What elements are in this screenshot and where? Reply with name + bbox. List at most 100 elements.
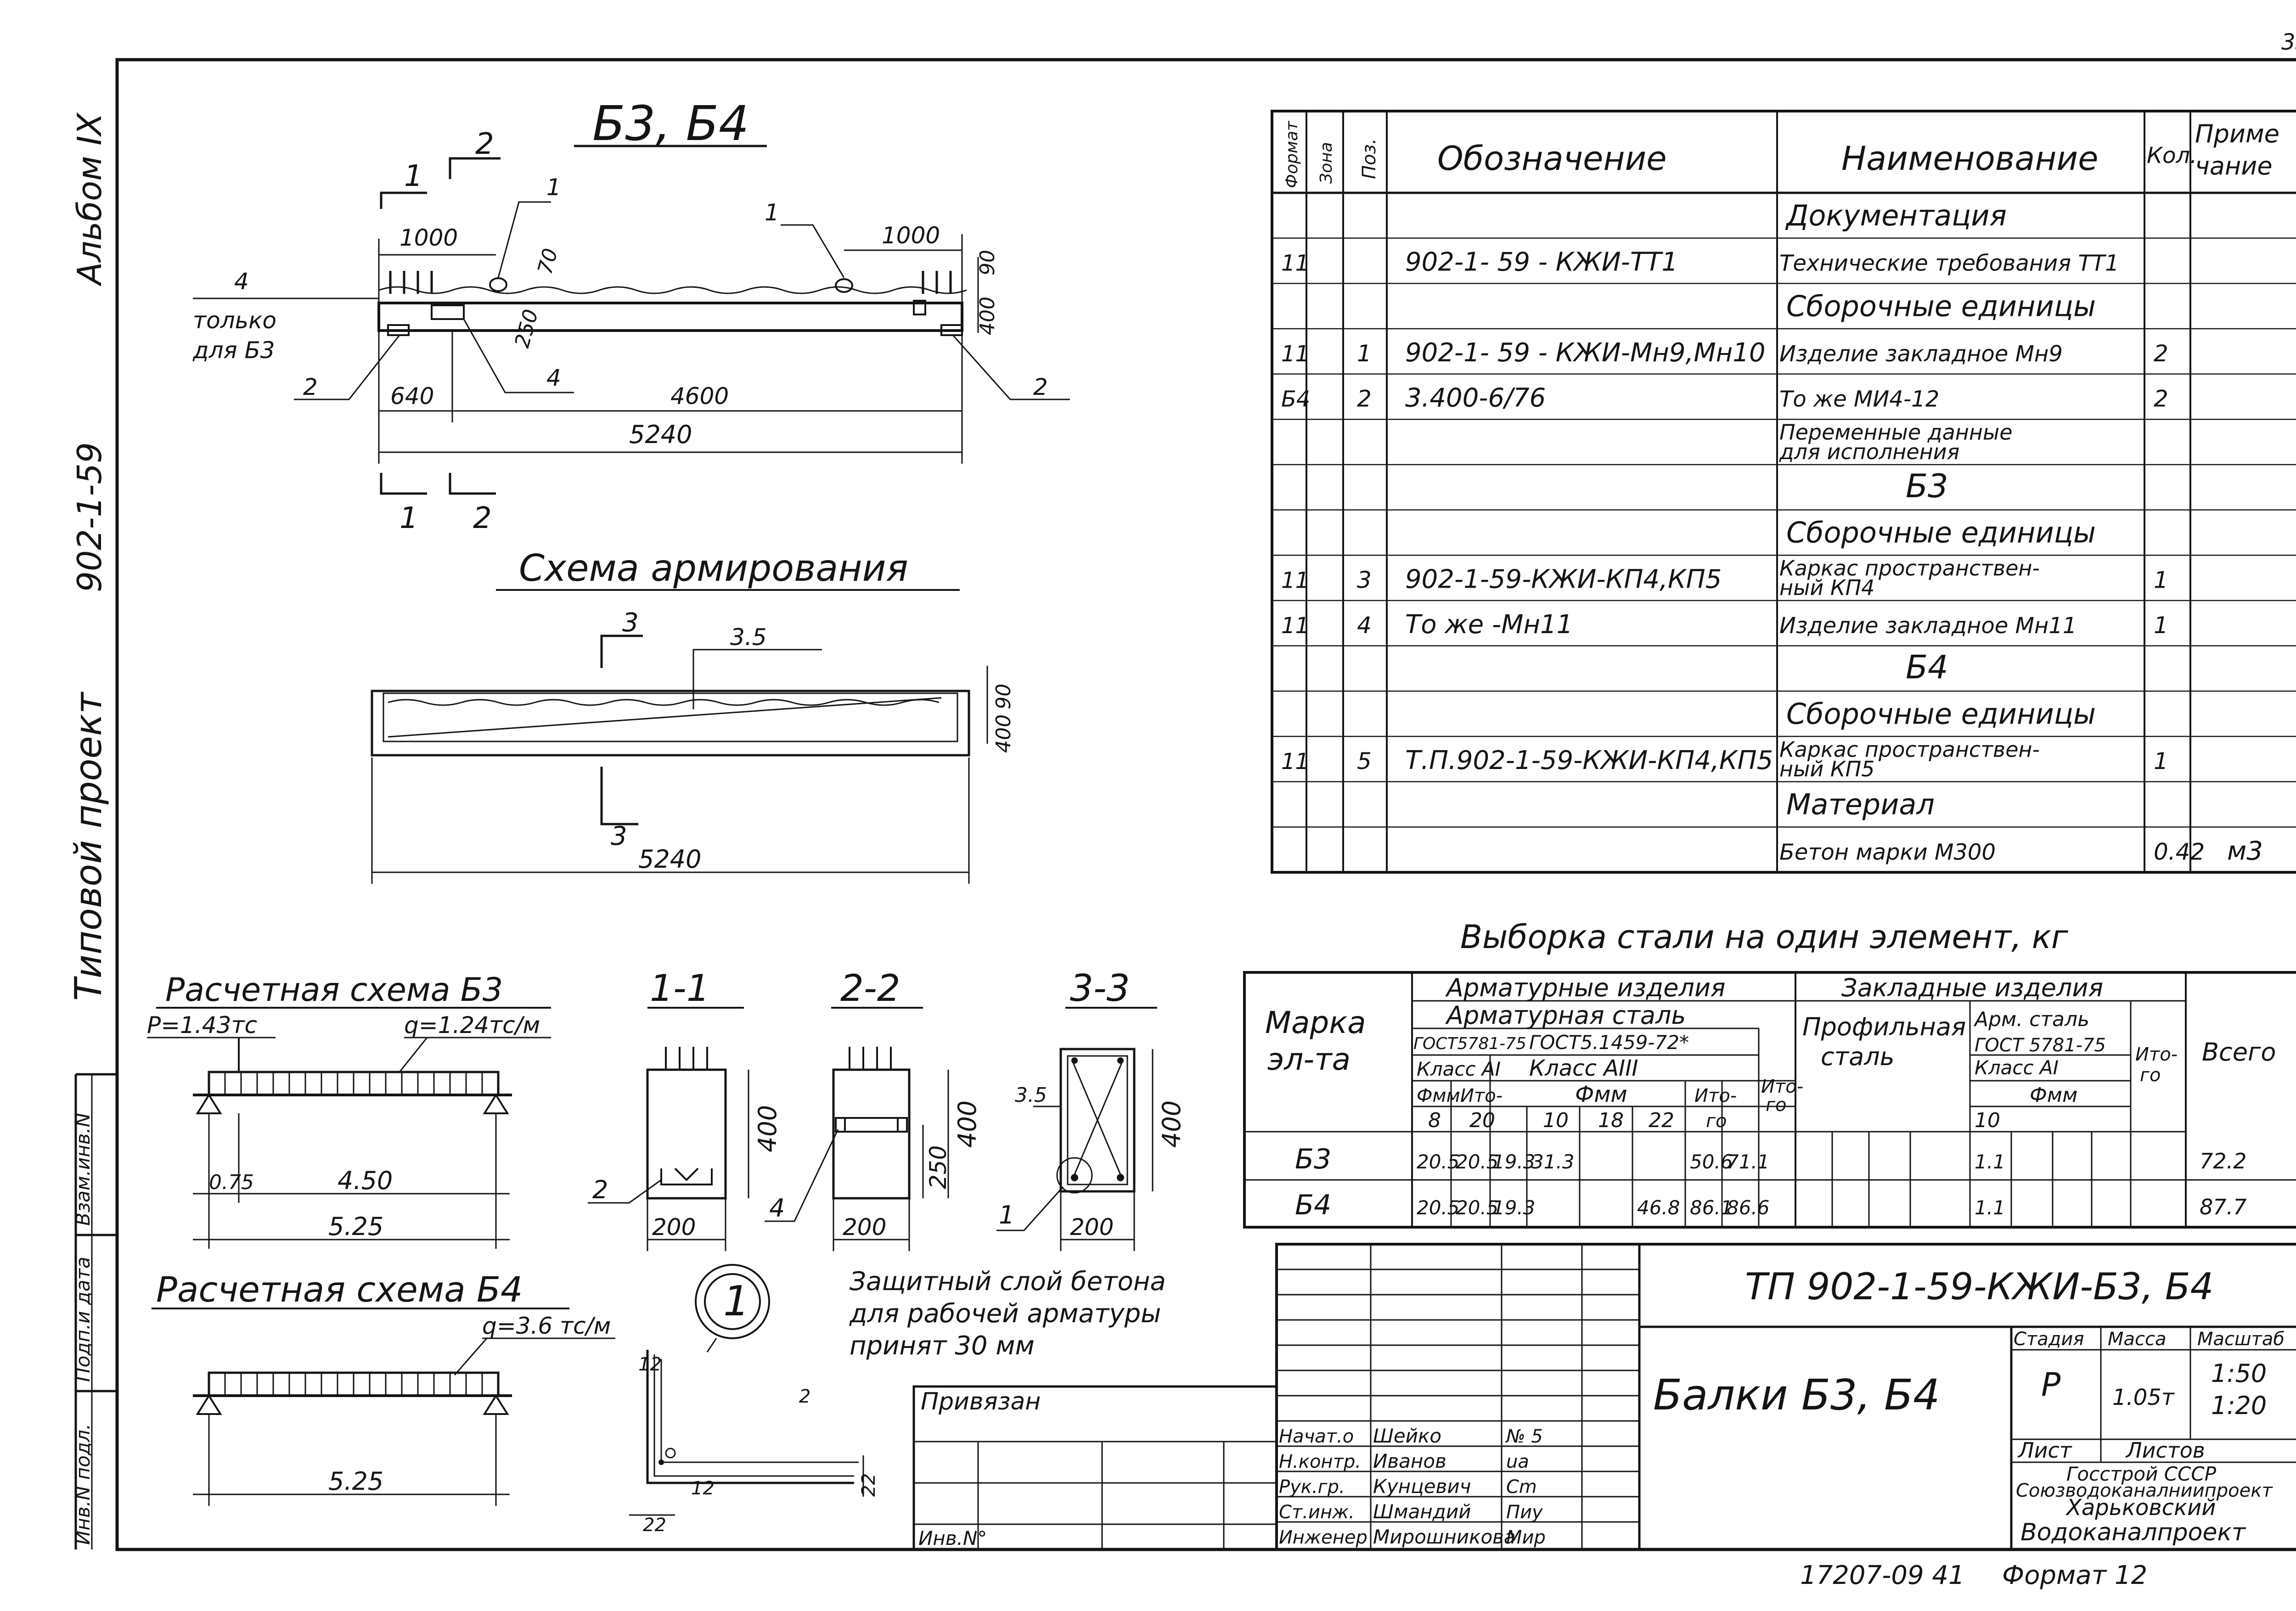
svg-text:q=1.24тс/м: q=1.24тс/м [404,1012,540,1038]
svg-text:90: 90 [992,684,1015,709]
role-title: Рук.гр. [1279,1476,1345,1498]
role-sign: № 5 [1505,1426,1543,1447]
svg-text:Приме: Приме [2195,119,2279,148]
svg-text:Класс AI: Класс AI [1975,1056,2059,1079]
steel-cell-all: 72.2 [2200,1149,2246,1173]
spec-cell-heading: Б3 [1906,467,1948,505]
spec-cell-qty: 0.42 [2154,838,2205,865]
svg-text:Инв.N°: Инв.N° [918,1527,987,1549]
svg-text:400: 400 [992,714,1015,753]
spec-cell-designation: 902-1-59-КЖИ-КП4,КП5 [1405,564,1722,594]
spec-cell-name: для исполнения [1779,439,1959,464]
svg-text:1000: 1000 [882,222,940,249]
spec-cell-format: 11 [1281,613,1309,639]
steel-cell-d10: 19.3 [1492,1151,1536,1173]
steel-cell-sub2: 50.6 [1690,1151,1733,1173]
svg-text:1:50: 1:50 [2211,1359,2267,1388]
svg-text:1: 1 [765,199,779,226]
svg-text:сталь: сталь [1821,1042,1895,1071]
spec-cell-note: м3 [2227,836,2263,866]
svg-text:Привязан: Привязан [921,1388,1041,1415]
steel-cell-mark: Б3 [1295,1143,1331,1175]
svg-text:4: 4 [546,365,561,391]
svg-text:400: 400 [953,1100,982,1148]
steel-table-title: Выборка стали на один элемент, кг [1460,918,2069,956]
svg-text:5240: 5240 [638,845,701,874]
spec-cell-name: Каркас пространствен- [1779,737,2040,762]
spec-table: Формат Зона Поз. Обозначение Наименовани… [1271,110,2296,874]
spec-cell-qty: 1 [2154,612,2168,639]
spec-cell-designation: 902-1- 59 - КЖИ-Мн9,Мн10 [1405,338,1766,368]
svg-text:2: 2 [473,501,492,535]
steel-cell-all: 87.7 [2200,1195,2246,1219]
footer-number: 17207-09 41 [1800,1560,1965,1590]
calc-scheme-b3: Расчетная схема Б3 P=1.43тс q=1.24тс/м 0… [147,971,551,1249]
svg-text:2: 2 [475,127,494,161]
svg-text:0.75: 0.75 [209,1171,254,1194]
reinforcement-scheme: Схема армирования 3 3 3.5 90 400 5240 [371,547,1015,884]
svg-text:10: 10 [1975,1109,2000,1132]
svg-text:5.25: 5.25 [328,1467,383,1496]
spec-cell-heading: Сборочные единицы [1786,697,2096,730]
svg-text:3.5: 3.5 [1015,1083,1047,1107]
svg-text:Формат: Формат [1283,121,1301,188]
title-code: ТП 902-1-59-КЖИ-Б3, Б4 [1745,1265,2214,1308]
steel-cell-total_arm: 71.1 [1727,1151,1770,1173]
svg-text:принят 30 мм: принят 30 мм [850,1331,1035,1361]
spec-cell-pos: 1 [1357,340,1372,367]
svg-text:1.05т: 1.05т [2112,1385,2175,1410]
svg-text:12: 12 [691,1478,715,1499]
svg-text:5.25: 5.25 [328,1212,383,1241]
steel-cell-d10b: 1.1 [1975,1196,2005,1219]
spec-cell-designation: Т.П.902-1-59-КЖИ-КП4,КП5 [1405,746,1773,775]
svg-text:Ито-: Ито- [1460,1085,1503,1106]
spec-cell-heading: Сборочные единицы [1786,289,2096,323]
svg-text:3: 3 [622,608,639,638]
svg-text:22: 22 [643,1515,666,1536]
svg-text:2: 2 [1033,374,1048,400]
svg-text:1: 1 [999,1201,1014,1229]
spec-cell-qty: 2 [2154,340,2168,367]
svg-text:Зона: Зона [1317,142,1336,184]
svg-text:Профильная: Профильная [1802,1012,1966,1041]
svg-text:1-1: 1-1 [650,967,710,1010]
svg-text:Марка: Марка [1265,1005,1366,1040]
spec-cell-name: Каркас пространствен- [1779,556,2040,581]
role-name: Мирошникова [1373,1526,1516,1548]
svg-text:Харьковский: Харьковский [2065,1495,2216,1521]
steel-table: Выборка стали на один элемент, кг Армату… [1243,918,2296,1229]
svg-text:400: 400 [1157,1100,1186,1148]
spec-cell-designation: 902-1- 59 - КЖИ-ТТ1 [1405,247,1678,277]
svg-text:Ито-: Ито- [1761,1076,1803,1097]
svg-text:1: 1 [404,159,423,193]
svg-text:Защитный слой бетона: Защитный слой бетона [850,1267,1166,1297]
role-name: Шейко [1373,1425,1441,1447]
spec-cell-pos: 5 [1357,748,1372,775]
spec-cell-heading: Документация [1785,199,2007,232]
steel-cell-total_arm: 86.6 [1727,1196,1770,1219]
spec-cell-name: ный КП4 [1779,575,1874,600]
spec-cell-name: Переменные данные [1779,420,2013,445]
svg-text:200: 200 [1070,1214,1114,1241]
svg-text:1:20: 1:20 [2211,1391,2267,1420]
svg-text:Госстрой СССР: Госстрой СССР [2066,1463,2217,1485]
svg-text:400: 400 [753,1105,782,1152]
svg-text:2: 2 [799,1386,810,1407]
svg-text:90: 90 [976,250,999,275]
role-title: Инженер [1279,1527,1367,1548]
side-project-code: 902-1-59 [70,442,109,592]
spec-cell-pos: 2 [1357,386,1372,412]
svg-text:18: 18 [1598,1109,1624,1132]
svg-text:Фмм: Фмм [2030,1083,2077,1107]
svg-text:2-2: 2-2 [840,967,900,1010]
svg-text:го: го [1766,1095,1787,1116]
svg-text:4: 4 [769,1194,785,1223]
svg-text:ГОСТ 5781-75: ГОСТ 5781-75 [1975,1035,2106,1056]
svg-text:Обозначение: Обозначение [1437,139,1667,178]
svg-text:Масштаб: Масштаб [2197,1329,2285,1350]
svg-text:Р: Р [2041,1366,2061,1403]
spec-cell-designation: То же -Мн11 [1405,610,1573,640]
svg-text:P=1.43тс: P=1.43тс [147,1012,257,1038]
